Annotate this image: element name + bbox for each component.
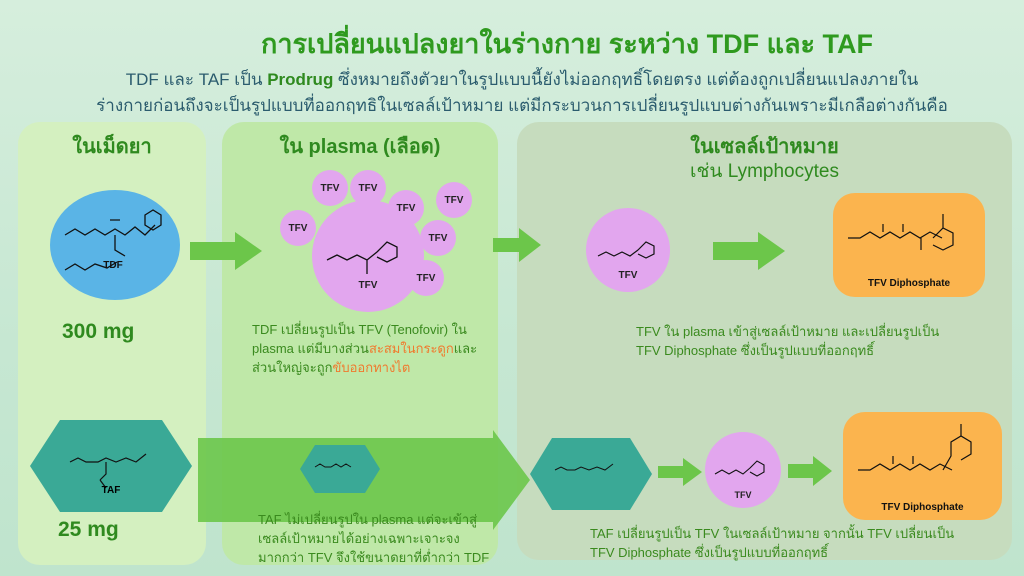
- intro-line-2: ร่างกายก่อนถึงจะเป็นรูปแบบที่ออกฤทธิในเซ…: [96, 96, 948, 115]
- highlight-bone: สะสมในกระดูก: [368, 341, 454, 356]
- text-line: ส่วนใหญ่จะถูกขับออกทางไต: [252, 358, 492, 377]
- column-header-plasma: ใน plasma (เลือด): [279, 136, 441, 158]
- text-line: มากกว่า TFV จึงใช้ขนาดยาที่ต่ำกว่า TDF: [258, 550, 490, 565]
- product-label: TFV Diphosphate: [881, 502, 964, 513]
- tdf-plasma-text: TDF เปลี่ยนรูปเป็น TFV (Tenofovir) ใน pl…: [252, 320, 492, 377]
- column-subheader-cell: เช่น Lymphocytes: [690, 161, 839, 182]
- intro-line-1: TDF และ TAF เป็น Prodrug ซึ่งหมายถึงตัวย…: [0, 66, 1024, 93]
- text-line: TFV Diphosphate ซึ่งเป็นรูปแบบที่ออกฤทธิ…: [590, 545, 829, 560]
- tfv-bubble: TFV: [436, 182, 472, 218]
- product-label: TFV Diphosphate: [867, 278, 951, 289]
- tdf-structure-icon: [64, 209, 162, 271]
- tfv-structure-icon: [326, 241, 398, 274]
- tdf-label: TDF: [103, 260, 123, 271]
- text-line: TDF เปลี่ยนรูปเป็น TFV (Tenofovir) ใน: [252, 322, 467, 337]
- taf-plasma-text: TAF ไม่เปลี่ยนรูปใน plasma แต่จะเข้าสู่ …: [258, 510, 498, 567]
- tfv-label: TFV: [734, 490, 752, 500]
- text-line: plasma แต่มีบางส่วนสะสมในกระดูกและ: [252, 339, 492, 358]
- tfv-label: TFV: [618, 270, 638, 281]
- tfv-bubble: TFV: [312, 170, 348, 206]
- tfv-structure-icon: [597, 241, 655, 259]
- arrow-icon: [713, 232, 785, 270]
- text-line: TAF เปลี่ยนรูปเป็น TFV ในเซลล์เป้าหมาย จ…: [590, 526, 955, 541]
- tfv-label: TFV: [358, 280, 378, 291]
- arrow-icon: [658, 458, 702, 486]
- tfv-diphosphate-taf: TFV Diphosphate: [843, 412, 1002, 520]
- page-title: การเปลี่ยนแปลงยาในร่างกาย ระหว่าง TDF แล…: [261, 29, 873, 59]
- taf-dose: 25 mg: [58, 518, 119, 541]
- tfv-dp-structure-icon: [848, 214, 954, 251]
- column-header-tablet: ในเม็ดยา: [72, 136, 152, 158]
- text: plasma แต่มีบางส่วน: [252, 341, 369, 356]
- text-line: เซลล์เป้าหมายได้อย่างเฉพาะเจาะจง: [258, 531, 460, 546]
- tfv-dp-structure-icon: [858, 424, 972, 471]
- text: และ: [453, 341, 478, 356]
- arrow-icon: [493, 228, 541, 262]
- arrow-icon: [190, 232, 262, 270]
- taf-cell-text: TAF เปลี่ยนรูปเป็น TFV ในเซลล์เป้าหมาย จ…: [590, 524, 1010, 562]
- intro-text: ซึ่งหมายถึงตัวยาในรูปแบบนี้ยังไม่ออกฤทธิ…: [333, 70, 919, 89]
- text-line: TFV Diphosphate ซึ่งเป็นรูปแบบที่ออกฤทธิ…: [636, 343, 875, 358]
- tfv-bubble: TFV: [420, 220, 456, 256]
- tdf-molecule: TDF: [50, 190, 180, 300]
- column-header-cell: ในเซลล์เป้าหมาย: [690, 136, 839, 158]
- tfv-bubble: TFV: [350, 170, 386, 206]
- taf-molecule: [30, 420, 192, 512]
- taf-molecule-cell: [530, 438, 652, 510]
- text-line: TAF ไม่เปลี่ยนรูปใน plasma แต่จะเข้าสู่: [258, 512, 478, 527]
- prodrug-term: Prodrug: [267, 70, 334, 89]
- tdf-dose: 300 mg: [62, 320, 135, 343]
- tfv-molecule-cell: TFV: [586, 208, 670, 292]
- taf-label: TAF: [101, 485, 121, 496]
- tfv-structure-icon: [714, 460, 765, 477]
- tdf-cell-text: TFV ใน plasma เข้าสู่เซลล์เป้าหมาย และเป…: [636, 322, 966, 360]
- highlight-kidney: ขับออกทางไต: [332, 360, 411, 375]
- tfv-bubble: TFV: [408, 260, 444, 296]
- arrow-icon: [788, 456, 832, 486]
- tfv-diphosphate-tdf: TFV Diphosphate: [833, 193, 985, 297]
- tfv-bubble: TFV: [280, 210, 316, 246]
- tfv-bubble: TFV: [388, 190, 424, 226]
- tfv-molecule-taf-cell: TFV: [705, 432, 781, 508]
- text: ส่วนใหญ่จะถูก: [252, 360, 333, 375]
- intro-text: TDF และ TAF เป็น: [125, 70, 268, 89]
- text-line: TFV ใน plasma เข้าสู่เซลล์เป้าหมาย และเป…: [636, 324, 940, 339]
- taf-molecule-small: [300, 445, 380, 493]
